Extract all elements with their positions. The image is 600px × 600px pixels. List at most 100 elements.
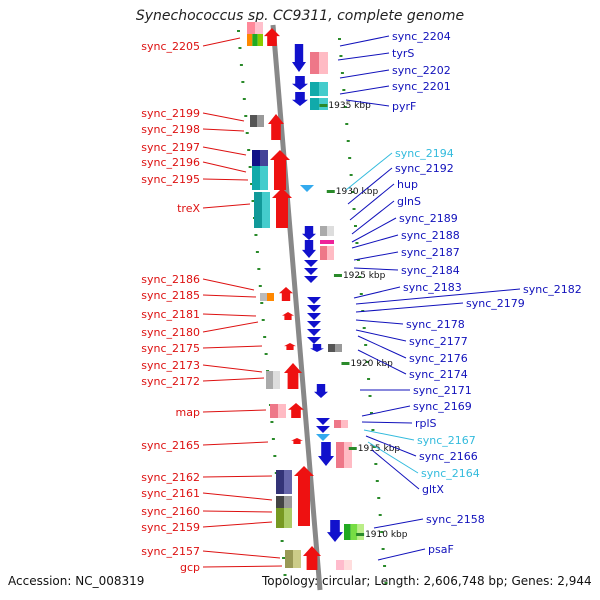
leader-line bbox=[202, 565, 283, 568]
gene-label-right: glnS bbox=[397, 195, 421, 208]
leader-line bbox=[371, 449, 420, 490]
gene-glyph bbox=[328, 344, 342, 352]
gene-glyph bbox=[336, 442, 352, 468]
track-dot bbox=[365, 361, 369, 363]
gene-segment bbox=[285, 550, 293, 568]
gene-label-right: sync_2204 bbox=[392, 30, 451, 43]
track-dot bbox=[352, 208, 356, 210]
track-dot bbox=[270, 421, 274, 423]
gene-label-right: psaF bbox=[428, 543, 454, 556]
track-dot bbox=[384, 582, 388, 584]
gene-segment bbox=[284, 496, 292, 508]
chevron bbox=[307, 313, 321, 320]
gene-segment bbox=[257, 34, 263, 46]
track-dot bbox=[349, 174, 353, 176]
leader-line bbox=[202, 510, 273, 513]
leader-line bbox=[202, 492, 273, 501]
gene-segment bbox=[320, 246, 327, 260]
leader-line bbox=[351, 234, 399, 249]
leader-line bbox=[357, 335, 407, 359]
leader-line bbox=[202, 441, 269, 446]
track-dot bbox=[241, 81, 245, 83]
gene-glyph bbox=[344, 524, 364, 540]
leader-line bbox=[202, 377, 265, 382]
gene-glyph bbox=[327, 520, 343, 542]
gene-label-left: sync_2160 bbox=[141, 505, 200, 518]
gene-glyph bbox=[247, 22, 263, 34]
gene-glyph bbox=[260, 293, 267, 301]
track-dot bbox=[261, 319, 265, 321]
track-dot bbox=[353, 225, 357, 227]
gene-label-left: sync_2165 bbox=[141, 439, 200, 452]
leader-line bbox=[339, 69, 390, 79]
chevron bbox=[300, 185, 314, 192]
track-dot bbox=[359, 293, 363, 295]
leader-line bbox=[202, 203, 251, 209]
chevron bbox=[307, 305, 321, 312]
leader-line bbox=[349, 183, 395, 221]
leader-line bbox=[377, 548, 426, 561]
gene-label-right: sync_2174 bbox=[409, 368, 468, 381]
gene-segment bbox=[276, 496, 284, 508]
track-dot bbox=[244, 115, 248, 117]
gene-label-right: sync_2164 bbox=[421, 467, 480, 480]
track-dot bbox=[364, 344, 368, 346]
chevron bbox=[307, 337, 321, 344]
leader-line bbox=[202, 521, 273, 528]
gene-label-right: tyrS bbox=[392, 47, 414, 60]
gene-glyph bbox=[276, 508, 292, 528]
gene-segment bbox=[267, 293, 274, 301]
leader-line bbox=[365, 435, 417, 457]
gene-label-right: sync_2171 bbox=[413, 384, 472, 397]
gene-glyph bbox=[264, 28, 280, 46]
gene-segment bbox=[266, 371, 273, 389]
gene-glyph bbox=[276, 470, 292, 494]
track-dot bbox=[381, 548, 385, 550]
gene-glyph bbox=[288, 403, 304, 418]
gene-glyph bbox=[310, 82, 328, 96]
track-dot bbox=[283, 574, 287, 576]
gene-glyph bbox=[336, 560, 352, 570]
gene-label-right: sync_2187 bbox=[401, 246, 460, 259]
gene-label-left: sync_2185 bbox=[141, 289, 200, 302]
gene-segment bbox=[293, 550, 301, 568]
leader-line bbox=[339, 35, 390, 47]
gene-segment bbox=[327, 246, 334, 260]
gene-segment bbox=[334, 420, 341, 428]
gene-glyph bbox=[292, 92, 308, 106]
leader-line bbox=[202, 475, 273, 478]
gene-glyph bbox=[282, 312, 294, 320]
track-dot bbox=[367, 378, 371, 380]
gene-label-right: sync_2158 bbox=[426, 513, 485, 526]
gene-glyph bbox=[303, 546, 321, 570]
track-dot bbox=[248, 166, 252, 168]
gene-segment bbox=[276, 470, 284, 494]
track-dot bbox=[351, 191, 355, 193]
kbp-label: 1920 kbp bbox=[350, 359, 393, 369]
gene-segment bbox=[255, 22, 263, 34]
kbp-tick bbox=[341, 362, 350, 365]
track-dot bbox=[371, 429, 375, 431]
leader-line bbox=[202, 37, 241, 47]
kbp-tick bbox=[348, 447, 357, 450]
gene-glyph bbox=[291, 438, 303, 444]
leader-line bbox=[355, 302, 464, 313]
leader-line bbox=[355, 288, 521, 305]
gene-label-right: sync_2182 bbox=[523, 283, 582, 296]
gene-segment bbox=[260, 293, 267, 301]
leader-line bbox=[202, 146, 247, 156]
gene-label-left: sync_2180 bbox=[141, 326, 200, 339]
gene-label-left: sync_2175 bbox=[141, 342, 200, 355]
gene-segment bbox=[344, 524, 351, 540]
leader-line bbox=[351, 200, 395, 235]
gene-segment bbox=[319, 82, 328, 96]
kbp-label: 1930 kbp bbox=[336, 187, 379, 197]
gene-glyph bbox=[270, 404, 286, 418]
gene-segment bbox=[335, 344, 342, 352]
gene-segment bbox=[276, 508, 284, 528]
gene-label-left: sync_2195 bbox=[141, 173, 200, 186]
gene-glyph bbox=[334, 420, 348, 428]
gene-label-right: sync_2202 bbox=[392, 64, 451, 77]
track-dot bbox=[375, 480, 379, 482]
gene-segment bbox=[341, 420, 348, 428]
